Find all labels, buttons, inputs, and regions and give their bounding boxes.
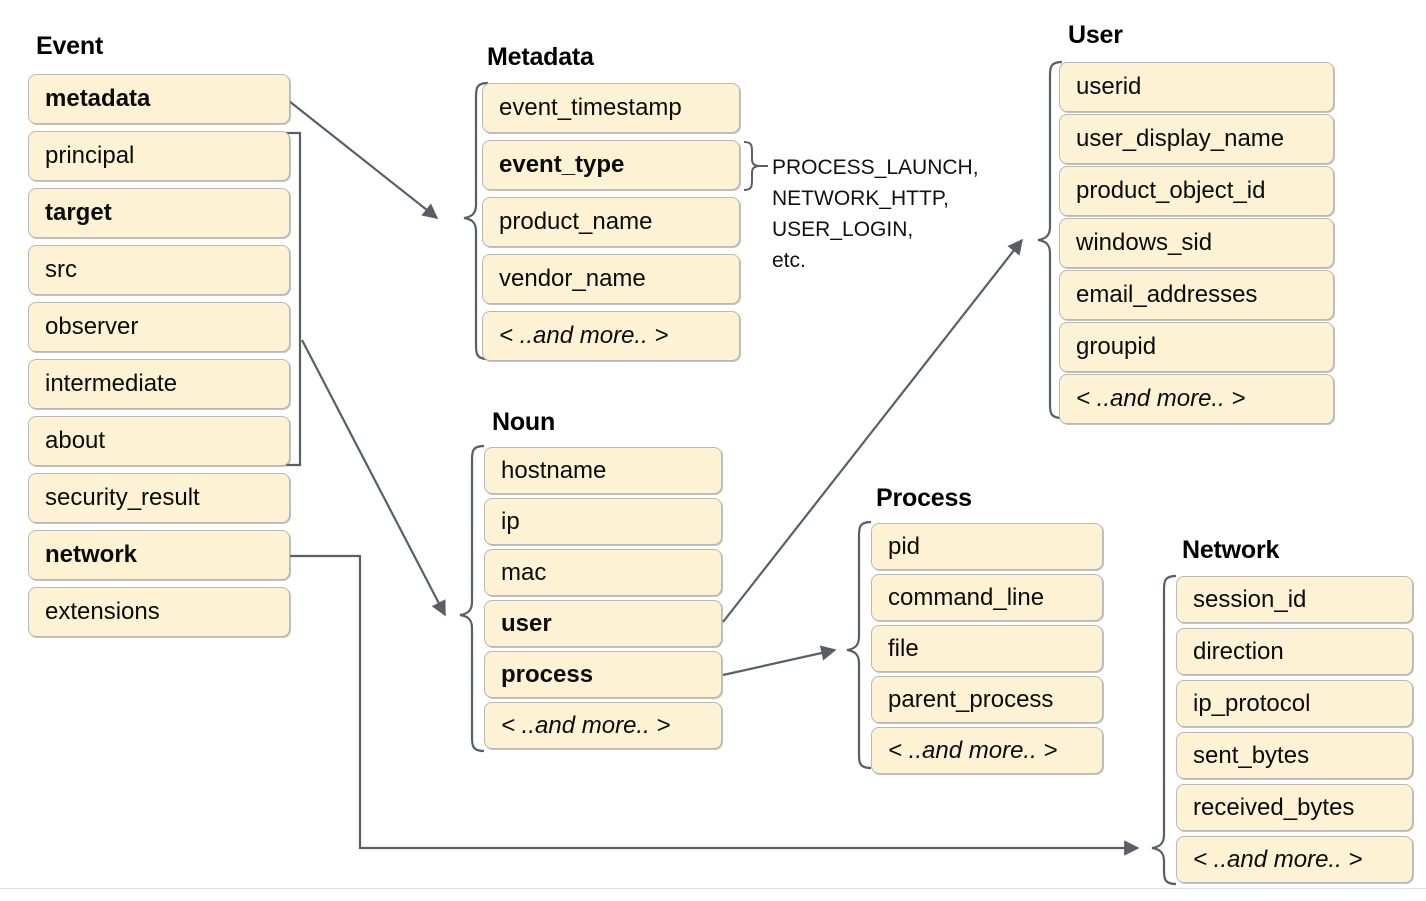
group-title-process: Process	[876, 484, 972, 512]
field-metadata-vendor-name[interactable]: vendor_name	[482, 254, 740, 304]
field-user-user-display-name[interactable]: user_display_name	[1059, 114, 1334, 164]
field-event-src[interactable]: src	[28, 245, 290, 295]
field-event-metadata[interactable]: metadata	[28, 74, 290, 124]
field-event-target[interactable]: target	[28, 188, 290, 238]
field-process-file[interactable]: file	[871, 625, 1103, 672]
field-user-userid[interactable]: userid	[1059, 62, 1334, 112]
field-noun-hostname[interactable]: hostname	[484, 447, 722, 494]
field-noun-user[interactable]: user	[484, 600, 722, 647]
group-title-noun: Noun	[492, 408, 556, 436]
field-network-received-bytes[interactable]: received_bytes	[1176, 784, 1413, 831]
field-process-parent-process[interactable]: parent_process	[871, 676, 1103, 723]
field-network-sent-bytes[interactable]: sent_bytes	[1176, 732, 1413, 779]
field-event-network[interactable]: network	[28, 530, 290, 580]
field-user-email-addresses[interactable]: email_addresses	[1059, 270, 1334, 320]
bottom-divider	[0, 888, 1426, 889]
field-noun-ip[interactable]: ip	[484, 498, 722, 545]
field-event-observer[interactable]: observer	[28, 302, 290, 352]
event-bracket-nouns	[286, 131, 302, 467]
field-metadata-and-more[interactable]: < ..and more.. >	[482, 311, 740, 361]
field-metadata-event-timestamp[interactable]: event_timestamp	[482, 83, 740, 133]
group-title-network: Network	[1182, 536, 1280, 564]
group-title-user: User	[1068, 21, 1123, 49]
field-event-security-result[interactable]: security_result	[28, 473, 290, 523]
field-user-and-more[interactable]: < ..and more.. >	[1059, 374, 1334, 424]
field-network-direction[interactable]: direction	[1176, 628, 1413, 675]
field-user-windows-sid[interactable]: windows_sid	[1059, 218, 1334, 268]
field-process-and-more[interactable]: < ..and more.. >	[871, 727, 1103, 774]
field-user-groupid[interactable]: groupid	[1059, 322, 1334, 372]
arrow-event-nouns-to-noun	[301, 339, 446, 617]
field-noun-mac[interactable]: mac	[484, 549, 722, 596]
field-event-extensions[interactable]: extensions	[28, 587, 290, 637]
field-user-product-object-id[interactable]: product_object_id	[1059, 166, 1334, 216]
annotation-event-type-values: PROCESS_LAUNCH, NETWORK_HTTP, USER_LOGIN…	[772, 156, 979, 272]
field-event-about[interactable]: about	[28, 416, 290, 466]
arrow-metadata-to-metadata	[288, 100, 439, 219]
field-event-principal[interactable]: principal	[28, 131, 290, 181]
field-noun-and-more[interactable]: < ..and more.. >	[484, 702, 722, 749]
field-process-command-line[interactable]: command_line	[871, 574, 1103, 621]
field-metadata-event-type[interactable]: event_type	[482, 140, 740, 190]
arrow-process-to-process	[722, 645, 837, 677]
field-noun-process[interactable]: process	[484, 651, 722, 698]
field-network-and-more[interactable]: < ..and more.. >	[1176, 836, 1413, 883]
group-title-event: Event	[36, 32, 104, 60]
brace-event-type	[743, 141, 759, 191]
field-event-intermediate[interactable]: intermediate	[28, 359, 290, 409]
field-metadata-product-name[interactable]: product_name	[482, 197, 740, 247]
field-network-session-id[interactable]: session_id	[1176, 576, 1413, 623]
brace-process	[846, 520, 872, 770]
field-network-ip-protocol[interactable]: ip_protocol	[1176, 680, 1413, 727]
group-title-metadata: Metadata	[487, 43, 594, 71]
brace-noun	[459, 444, 485, 753]
brace-network	[1151, 574, 1177, 886]
field-process-pid[interactable]: pid	[871, 523, 1103, 570]
